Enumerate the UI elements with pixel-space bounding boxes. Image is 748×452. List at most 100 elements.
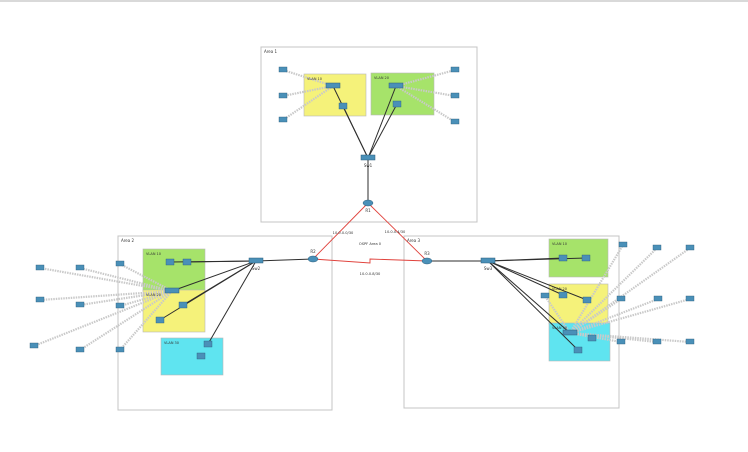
wireless-client-ap_left-0 [35, 264, 45, 271]
wireless-client-ap_top_r-0 [450, 66, 460, 73]
link-s_top-pc_tr [367, 103, 398, 159]
wireless-link-ap_top_l-2 [282, 85, 334, 121]
wireless-link-ap_right-5 [569, 297, 691, 335]
label-wan-left: 10.0.0.0/30 [333, 231, 354, 235]
area-label-left: Area 2 [121, 238, 134, 243]
wireless-link-ap_left-5 [119, 289, 173, 308]
wireless-client-ap_left-1 [75, 264, 85, 271]
label-switch-sw1: Sw1 [364, 163, 373, 168]
label-switch-sw3: Sw3 [484, 266, 493, 271]
wan-link-r1-r2 [312, 202, 369, 260]
link-s_top-pc_tl [342, 105, 369, 159]
wireless-client-ap_left-2 [115, 260, 125, 267]
host-pc_l4 [178, 301, 188, 309]
wireless-link-ap_left-4 [79, 289, 173, 307]
wireless-link-ap_right-7 [569, 331, 658, 344]
wireless-client-ap_left-5 [115, 302, 125, 309]
wireless-link-ap_left-2 [119, 263, 173, 292]
wireless-client-ap_left-3 [35, 296, 45, 303]
access-point-ap_top_l [325, 82, 341, 89]
link-s_right-ap_right [487, 260, 571, 334]
area-left [117, 235, 333, 411]
link-s_left-pc_l4 [182, 260, 257, 306]
wireless-client-ap_right-5 [685, 295, 695, 302]
wireless-link-ap_right-2 [569, 247, 691, 334]
zone-label-right-cyan: VLAN 30 [552, 326, 567, 330]
area-right [403, 235, 620, 409]
label-wan-right: 10.0.0.4/30 [385, 230, 406, 234]
wireless-link-ap_right-8 [569, 331, 691, 344]
link-s_right-pc_r4 [487, 260, 588, 301]
label-wan-note: OSPF Area 0 [359, 242, 382, 246]
wireless-client-ap_right-4 [653, 295, 663, 302]
wireless-client-ap_right-1 [652, 244, 662, 251]
area-label-right: Area 3 [407, 238, 420, 243]
router-r3 [421, 257, 433, 265]
area-top [260, 46, 478, 223]
wireless-client-ap_left-8 [115, 346, 125, 353]
wireless-client-ap_left-4 [75, 301, 85, 308]
zone-left-green [142, 248, 206, 292]
wireless-link-ap_left-8 [119, 290, 173, 351]
wireless-link-ap_top_l-1 [282, 84, 334, 98]
link-s_left-ap_left [171, 260, 257, 292]
zone-label-top-green: VLAN 20 [374, 76, 389, 80]
host-pc_l2 [182, 258, 192, 266]
link-s_top-ap_top_r [367, 85, 397, 159]
wireless-client-ap_right-2 [685, 244, 695, 251]
host-pc_r2 [581, 254, 591, 262]
host-pc_l6 [196, 352, 206, 360]
host-pc_r4 [582, 296, 592, 304]
router-r2 [307, 255, 319, 263]
zone-label-top-yellow: VLAN 10 [307, 77, 322, 81]
wan-link-r1-r3 [367, 202, 428, 262]
wireless-link-ap_left-6 [33, 289, 173, 348]
wireless-client-ap_left-6 [29, 342, 39, 349]
host-pc_l1 [165, 258, 175, 266]
window-top-border [0, 0, 748, 2]
zone-label-left-green: VLAN 10 [146, 252, 161, 256]
host-pc_l3 [155, 316, 165, 324]
link-s_left-r_left [255, 258, 314, 262]
wireless-link-ap_top_r-0 [395, 68, 456, 88]
zone-label-left-yellow: VLAN 20 [146, 293, 161, 297]
area-label-top: Area 1 [264, 49, 277, 54]
wireless-client-ap_top_r-2 [450, 118, 460, 125]
host-pc_r1 [558, 254, 568, 262]
wireless-client-ap_right-7 [652, 338, 662, 345]
link-s_left-pc_l2 [186, 260, 257, 263]
router-r1 [362, 199, 374, 207]
wireless-client-ap_right-3 [616, 295, 626, 302]
wireless-client-ap_top_l-1 [278, 92, 288, 99]
wireless-client-ap_right-6 [616, 338, 626, 345]
switch-sw3 [480, 257, 496, 264]
wireless-client-ap_right-9 [540, 292, 550, 299]
host-pc_tl [338, 102, 348, 110]
wireless-link-ap_left-1 [79, 266, 173, 293]
host-pc_l5 [203, 340, 213, 348]
label-router-r2: R2 [310, 249, 316, 254]
zone-top-yellow [303, 73, 367, 117]
wireless-link-ap_right-3 [569, 298, 622, 334]
zone-left-cyan [160, 337, 224, 376]
wireless-link-ap_left-7 [79, 290, 173, 351]
wireless-client-ap_right-8 [685, 338, 695, 345]
host-pc_r5 [573, 346, 583, 354]
wireless-client-ap_top_r-1 [450, 92, 460, 99]
label-wan-mid: 10.0.0.8/30 [360, 272, 381, 276]
wireless-link-ap_right-1 [569, 247, 658, 334]
switch-sw1 [360, 154, 376, 161]
link-s_left-pc_l5 [207, 260, 257, 345]
access-point-ap_top_r [388, 82, 404, 89]
wan-link-r2-r3 [312, 258, 428, 264]
wireless-link-ap_right-0 [569, 244, 624, 334]
zone-label-right-yellow: VLAN 20 [552, 287, 567, 291]
zone-label-right-green: VLAN 10 [552, 242, 567, 246]
host-pc_r3 [558, 291, 568, 299]
wireless-client-ap_left-7 [75, 346, 85, 353]
link-s_right-pc_r2 [487, 257, 587, 262]
label-router-r3: R3 [424, 251, 430, 256]
zone-right-cyan [548, 322, 611, 362]
